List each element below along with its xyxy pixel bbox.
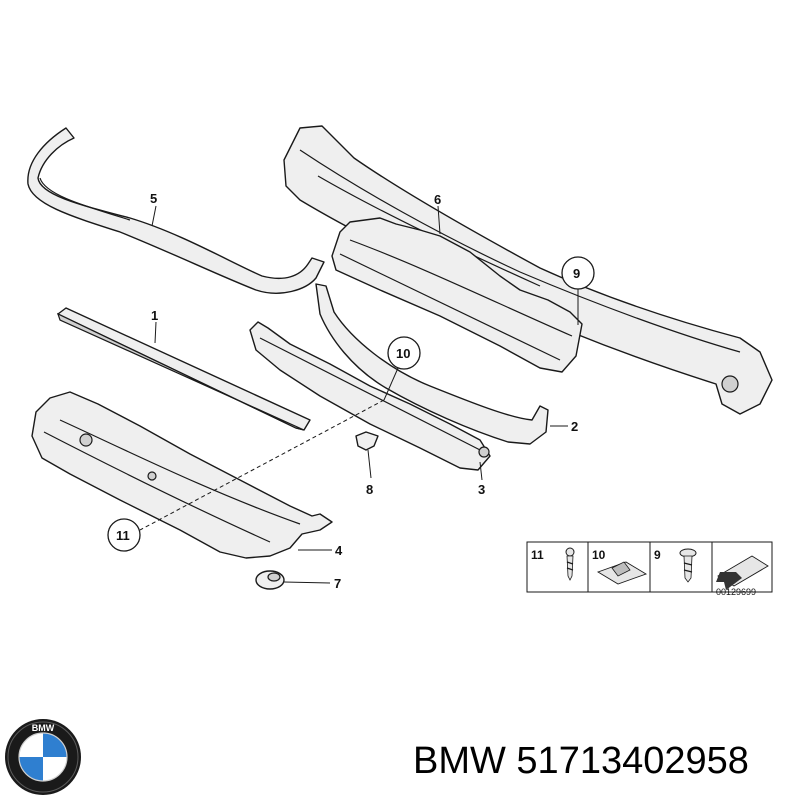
part-4-tray [31,391,333,559]
logo-letters: BMW [32,723,55,733]
leader-7 [283,581,331,584]
part-5-seal-strip [27,127,325,294]
part-2-seal [315,283,549,445]
legend-label-11: 11 [531,548,544,562]
legend-label-10: 10 [592,548,606,562]
callout-11: 11 [116,528,130,543]
leader-6 [437,205,441,235]
callout-9: 9 [573,266,580,281]
screw-icon [565,547,575,581]
callout-circle-11 [107,518,141,552]
callout-8: 8 [366,482,373,497]
callout-6: 6 [434,192,441,207]
callout-3: 3 [478,482,485,497]
leader-1 [154,321,157,344]
bolt-icon [679,548,697,583]
part-7-grommet [255,570,285,590]
callout-1: 1 [151,308,158,323]
callout-4: 4 [335,543,343,558]
part-9-cowl-panel [331,217,583,373]
callout-5: 5 [150,191,157,206]
bmw-logo: BMW [5,719,81,795]
callout-circle-10 [387,336,421,370]
callout-2: 2 [571,419,578,434]
legend-label-9: 9 [654,548,661,562]
leader-10 [383,367,399,401]
brand-part-number: BMW 51713402958 [413,740,749,782]
fastener-legend: 11 10 9 [526,541,773,593]
part-1-trim-strip [56,307,311,431]
callout-10: 10 [396,346,410,361]
arrow-icon [716,555,769,590]
diagram-reference: 00129699 [716,587,756,597]
leader-5 [151,205,157,227]
callout-7: 7 [334,576,341,591]
clip-nut-icon [596,561,648,585]
part-8-clip [355,431,379,479]
leader-3 [479,461,483,481]
part-3-bracket [249,321,491,471]
